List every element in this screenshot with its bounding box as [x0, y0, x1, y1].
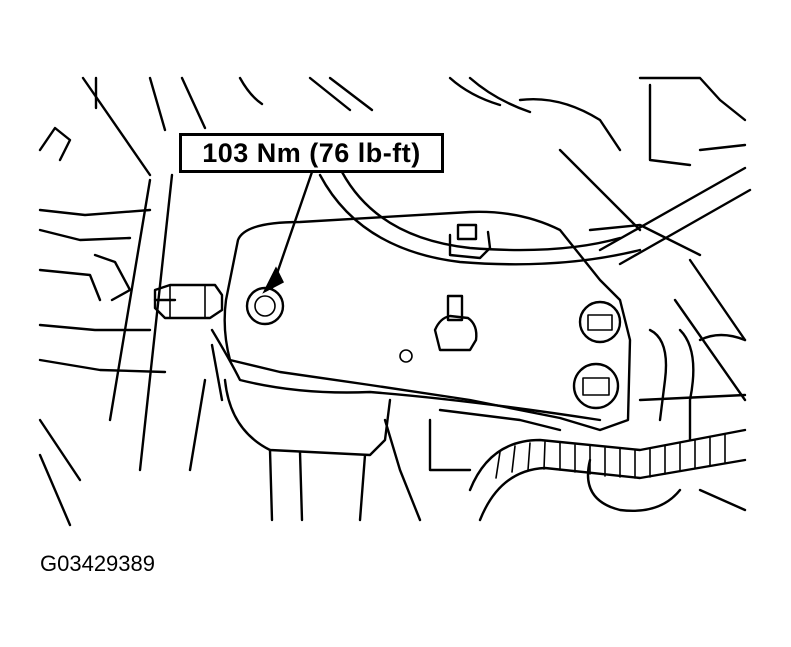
- corrugated-hose: [468, 328, 747, 522]
- mount-bracket: [210, 210, 632, 432]
- mount-lower-body: [188, 378, 562, 522]
- bolt-right-lower: [572, 362, 620, 410]
- callout-leader-arrow: [262, 170, 314, 294]
- bolt-left-torque: [245, 286, 285, 326]
- stud-top: [448, 223, 492, 260]
- nut-left: [153, 283, 224, 320]
- torque-callout: 103 Nm (76 lb-ft): [179, 133, 444, 173]
- torque-label: 103 Nm (76 lb-ft): [202, 137, 421, 168]
- figure-code: G03429389: [40, 551, 155, 576]
- bolt-right-upper: [578, 300, 622, 344]
- upper-hoses: [238, 76, 752, 402]
- stud-center: [433, 294, 478, 352]
- left-frame-lines: [38, 76, 207, 527]
